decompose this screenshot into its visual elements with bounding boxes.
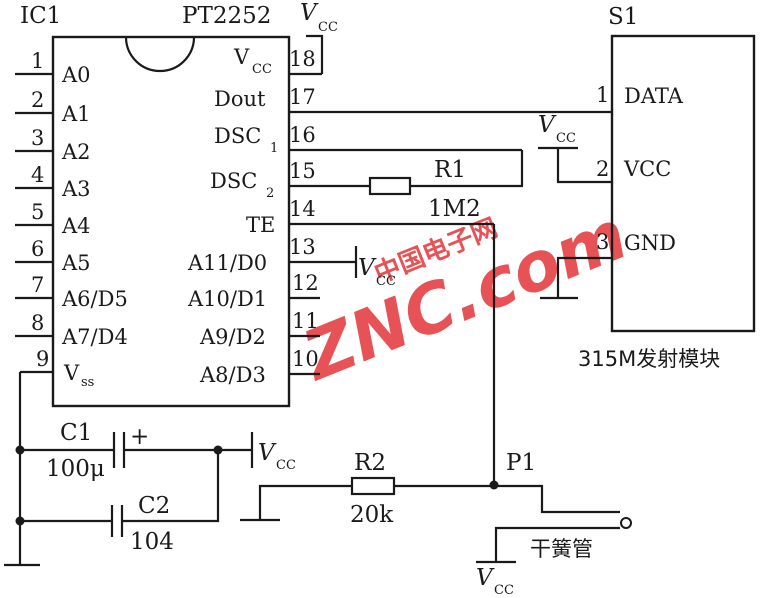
pin-18-num: 18	[289, 47, 316, 71]
reed-switch-label: 干簧管	[530, 537, 593, 561]
pin-16-name: DSC	[214, 124, 261, 148]
pin-16-num: 16	[289, 123, 316, 147]
r2-value: 20k	[350, 502, 394, 528]
r1-ref: R1	[434, 157, 466, 183]
module-vcc-sub: CC	[556, 131, 576, 146]
pin-15-name: DSC	[210, 169, 257, 193]
module-pin-3-name: GND	[624, 231, 676, 255]
module-pin-2-num: 2	[596, 157, 609, 181]
ic-left-pins	[15, 72, 53, 374]
ic-body	[51, 35, 291, 408]
module-ref: S1	[608, 4, 638, 30]
ic-part: PT2252	[182, 3, 271, 29]
pin13-vcc-sub: CC	[376, 274, 396, 289]
c1-vcc-label: V	[258, 440, 277, 466]
c1-value: 100μ	[46, 456, 105, 482]
c2-ref: C2	[138, 493, 170, 519]
reed-lower-wire	[494, 526, 620, 562]
pin-12-name: A10/D1	[187, 287, 267, 311]
pin-10-name: A8/D3	[199, 363, 266, 387]
pin-8-name: A7/D4	[61, 325, 128, 349]
module-pin-3-num: 3	[596, 230, 609, 254]
pin-18-sub: CC	[252, 62, 272, 77]
pin-6-name: A5	[61, 251, 91, 275]
module-gnd-wire	[556, 256, 612, 298]
reed-vcc-label: V	[476, 565, 495, 591]
module-pin-2-name: VCC	[623, 157, 671, 181]
pin-6-num: 6	[31, 237, 44, 261]
pin-15-sub: 2	[266, 186, 274, 201]
r2-ref: R2	[354, 450, 386, 476]
pin-1-name: A0	[61, 63, 91, 87]
ic-right-pins	[289, 72, 612, 376]
pin-7-name: A6/D5	[61, 287, 128, 311]
module-body	[610, 34, 756, 333]
c2-value: 104	[130, 529, 174, 555]
pin-9-sub: ss	[81, 375, 94, 390]
reed-upper-wire	[494, 484, 620, 514]
pin-18-name: V	[233, 45, 250, 69]
pin-17-name: Dout	[214, 87, 266, 111]
pin-11-name: A9/D2	[199, 325, 266, 349]
pin-5-name: A4	[61, 214, 91, 238]
pin-14-num: 14	[289, 197, 316, 221]
module-pin-1-name: DATA	[624, 84, 684, 108]
vcc-top-sub: CC	[318, 20, 338, 35]
pin-5-num: 5	[31, 200, 44, 224]
pin-13-num: 13	[289, 235, 316, 259]
r1-loop-wire	[410, 150, 524, 188]
pin-8-num: 8	[31, 311, 44, 335]
c2-wire-right	[122, 450, 220, 523]
r2-resistor	[350, 476, 396, 496]
pin-10-num: 10	[292, 347, 319, 371]
reed-vcc-sub: CC	[494, 583, 514, 598]
r1-value: 1M2	[428, 196, 481, 222]
pin-13-name: A11/D0	[187, 251, 267, 275]
r2-ground-wire	[258, 484, 352, 520]
pin-14-name: TE	[246, 213, 275, 237]
pin-12-num: 12	[292, 271, 319, 295]
pin-11-num: 11	[292, 309, 319, 333]
pin-3-num: 3	[31, 126, 44, 150]
pin-2-name: A1	[61, 102, 91, 126]
pin-1-num: 1	[31, 49, 44, 73]
reed-contact	[620, 517, 632, 529]
pin13-vcc-label: V	[358, 255, 377, 281]
pin-9-name: V	[63, 361, 80, 385]
pin-4-name: A3	[61, 177, 91, 201]
pin-17-num: 17	[289, 85, 316, 109]
pin-2-num: 2	[31, 88, 44, 112]
pin-9-num: 9	[36, 347, 49, 371]
pin-7-num: 7	[31, 273, 44, 297]
vcc-top-label: V	[300, 0, 319, 26]
module-caption: 315M发射模块	[578, 347, 720, 371]
pin18-vcc-wire	[306, 34, 324, 74]
pin-4-num: 4	[31, 163, 44, 187]
p1-ref: P1	[506, 450, 536, 476]
module-pin-1-num: 1	[596, 83, 609, 107]
ic-ref: IC1	[20, 3, 61, 29]
c1-ref: C1	[60, 420, 92, 446]
c1-polarity: +	[130, 424, 149, 450]
module-vcc-wire	[556, 148, 612, 184]
pin-3-name: A2	[61, 140, 91, 164]
module-vcc-label: V	[538, 112, 557, 138]
r1-resistor	[368, 176, 412, 196]
pin-16-sub: 1	[270, 141, 278, 156]
pin-15-num: 15	[289, 159, 316, 183]
c1-vcc-sub: CC	[276, 458, 296, 473]
